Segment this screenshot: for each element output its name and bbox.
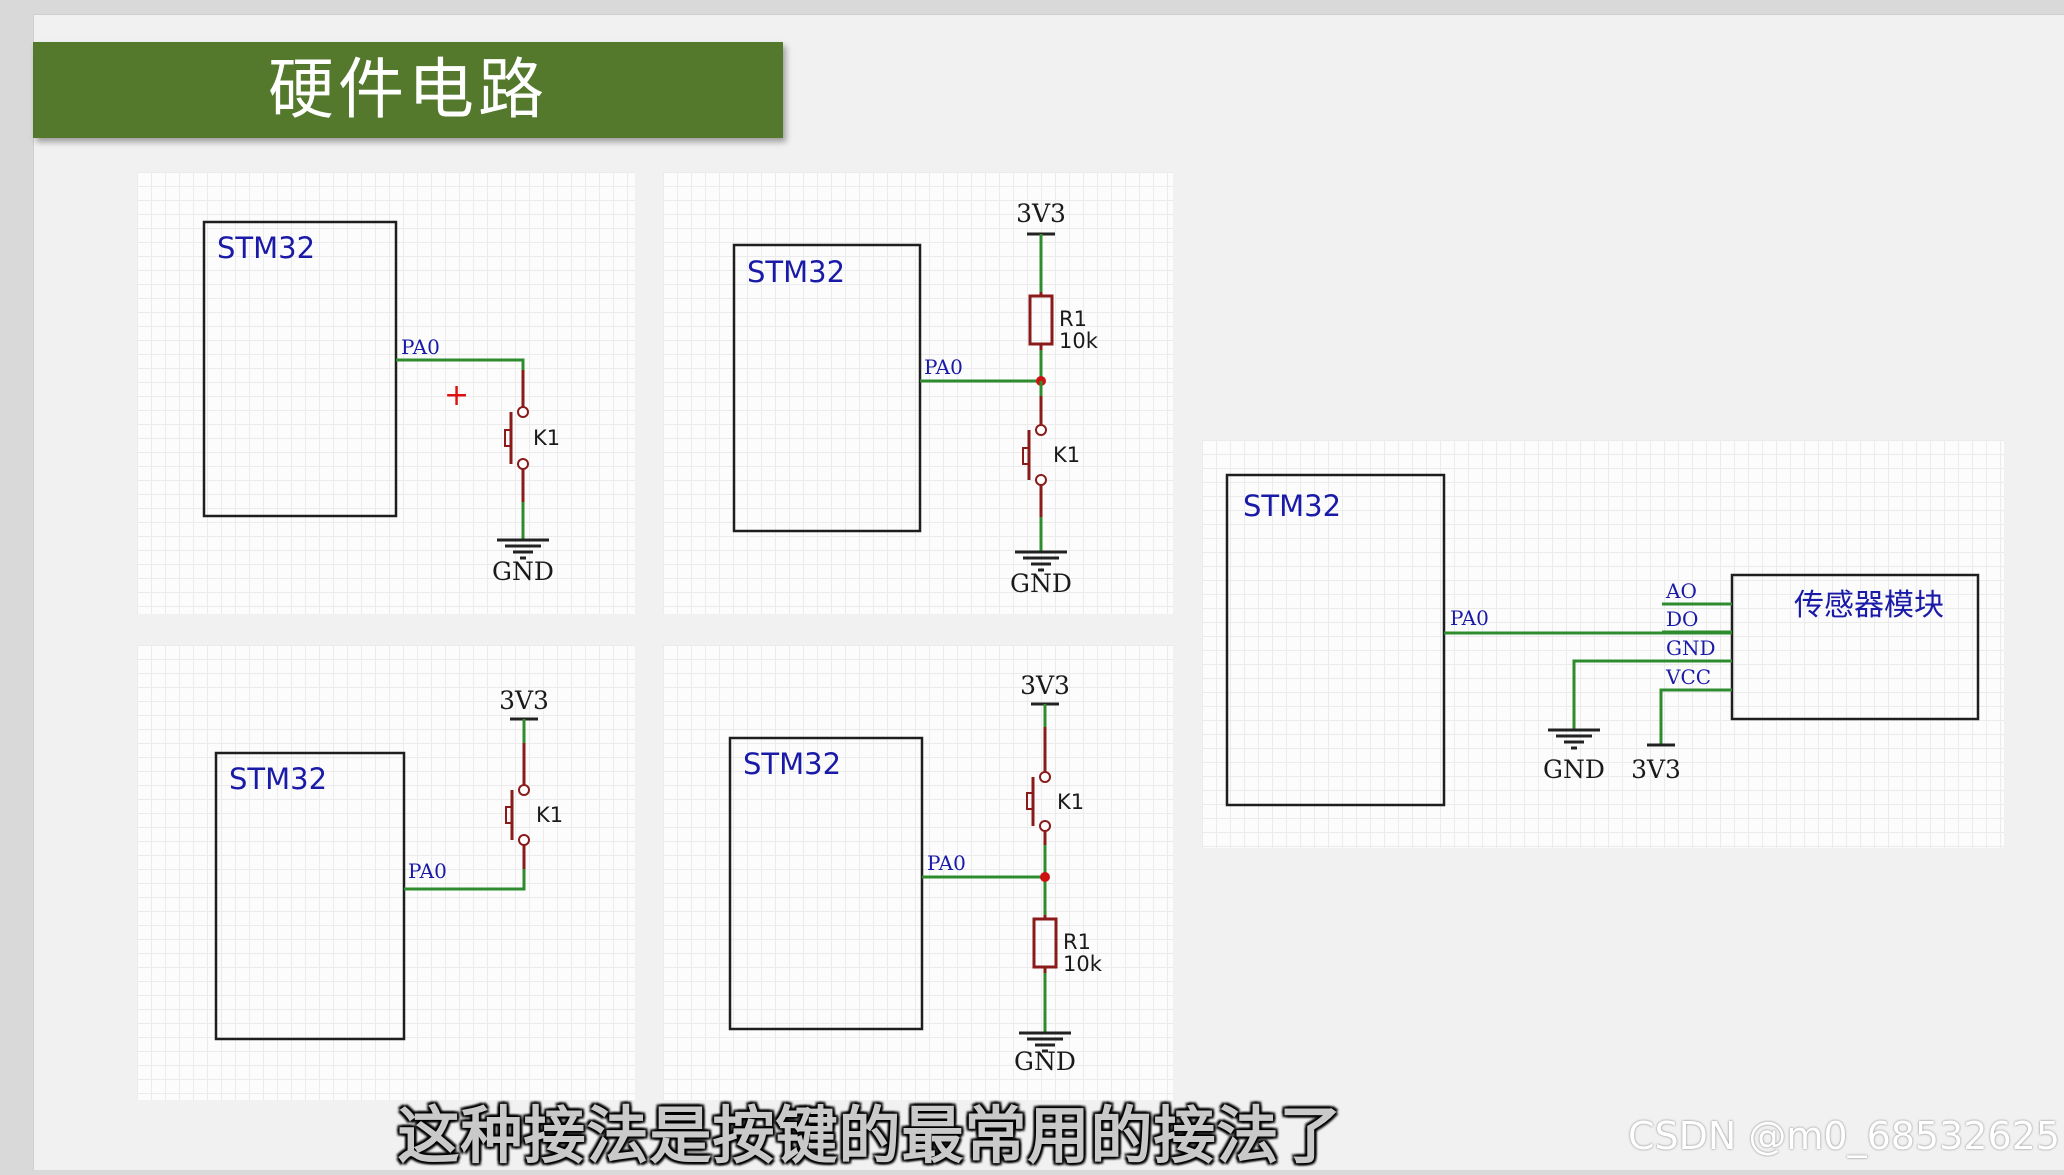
net-label-pa0: PA0 [401, 335, 440, 359]
switch-contact-top [1039, 771, 1051, 783]
circuit-panel-sensor-module: STM32 PA0 传感器模块 AO DO GND VCC GND 3V3 [1202, 440, 2004, 848]
chip-label: STM32 [747, 255, 845, 289]
switch-contact-bottom [1035, 474, 1047, 486]
schematic-switch-3v3-pulldown: 3V3 K1 STM32 PA0 R1 10k GND [728, 671, 1103, 1076]
switch-button [1022, 447, 1030, 465]
pin-label-vcc: VCC [1665, 665, 1711, 689]
switch-contact-top [518, 784, 530, 796]
schematic-sensor-module: STM32 PA0 传感器模块 AO DO GND VCC GND 3V3 [1225, 473, 1980, 807]
cursor-plus-marker: + [444, 378, 469, 413]
chip-label: STM32 [743, 747, 841, 781]
schematic-switch-to-gnd: STM32 PA0 K1 GND + [202, 220, 560, 586]
switch-label: K1 [536, 803, 563, 827]
stm32-chip-box [732, 243, 922, 533]
ground-symbol [497, 538, 549, 560]
stm32-chip-box [214, 751, 406, 1041]
pin-label-do: DO [1666, 607, 1698, 631]
switch-label: K1 [533, 426, 560, 450]
switch-button [504, 429, 512, 447]
net-label-pa0: PA0 [408, 859, 447, 883]
chip-label: STM32 [1243, 489, 1341, 523]
switch-contact-bottom [1039, 820, 1051, 832]
net-label-pa0: PA0 [924, 355, 963, 379]
circuit-panel-pullup-switch-gnd: STM32 3V3 R1 10k PA0 K1 GND [663, 172, 1173, 614]
resistor-label: R1 [1059, 307, 1087, 331]
circuit-panel-switch-3v3-pulldown: 3V3 K1 STM32 PA0 R1 10k GND [663, 645, 1173, 1100]
power-label-3v3: 3V3 [1631, 755, 1681, 784]
sensor-module-label: 传感器模块 [1794, 588, 1944, 623]
resistor-value: 10k [1063, 952, 1103, 976]
wire-pa0 [404, 869, 526, 891]
power-label-3v3: 3V3 [499, 686, 549, 715]
switch-button [505, 806, 513, 824]
resistor-label: R1 [1063, 930, 1091, 954]
schematic-switch-to-3v3: 3V3 K1 STM32 PA0 [214, 686, 563, 1041]
stm32-chip-box [202, 220, 398, 518]
title-bar: 硬件电路 [33, 42, 783, 138]
wire-vcc [1659, 688, 1732, 745]
switch-contact-top [1035, 424, 1047, 436]
pin-label-gnd: GND [1666, 636, 1716, 660]
wire-gnd [1572, 659, 1732, 730]
net-label-pa0: PA0 [927, 851, 966, 875]
gnd-label: GND [1014, 1047, 1076, 1076]
wire-pa0 [396, 358, 525, 370]
resistor-value: 10k [1059, 329, 1099, 353]
ground-symbol [1548, 728, 1600, 750]
switch-label: K1 [1053, 443, 1080, 467]
slide-title: 硬件电路 [268, 51, 548, 128]
resistor-r1 [1028, 294, 1054, 346]
gnd-label: GND [1543, 755, 1605, 784]
circuit-panel-switch-to-gnd: STM32 PA0 K1 GND + [137, 172, 635, 614]
junction-node [1040, 872, 1050, 882]
chip-label: STM32 [229, 762, 327, 796]
circuit-panel-switch-to-3v3: 3V3 K1 STM32 PA0 [137, 645, 635, 1100]
chip-label: STM32 [217, 231, 315, 265]
net-label-pa0: PA0 [1450, 606, 1489, 630]
power-label-3v3: 3V3 [1016, 199, 1066, 228]
power-label-3v3: 3V3 [1020, 671, 1070, 700]
csdn-watermark: CSDN @m0_68532625 [1627, 1114, 2060, 1158]
resistor-r1 [1032, 917, 1058, 969]
sensor-module-box [1730, 573, 1980, 721]
stm32-chip-box [728, 736, 924, 1031]
switch-contact-bottom [517, 458, 529, 470]
switch-button [1026, 792, 1034, 810]
switch-contact-bottom [518, 834, 530, 846]
switch-label: K1 [1057, 790, 1084, 814]
gnd-label: GND [492, 557, 554, 586]
schematic-pullup-switch-gnd: STM32 3V3 R1 10k PA0 K1 GND [732, 199, 1099, 598]
stm32-chip-box [1225, 473, 1446, 807]
switch-contact-top [517, 406, 529, 418]
pin-label-ao: AO [1665, 579, 1697, 603]
video-subtitle: 这种接法是按键的最常用的接法了 [397, 1099, 1343, 1172]
ground-symbol [1019, 1031, 1071, 1053]
gnd-label: GND [1010, 569, 1072, 598]
ground-symbol [1015, 550, 1067, 572]
